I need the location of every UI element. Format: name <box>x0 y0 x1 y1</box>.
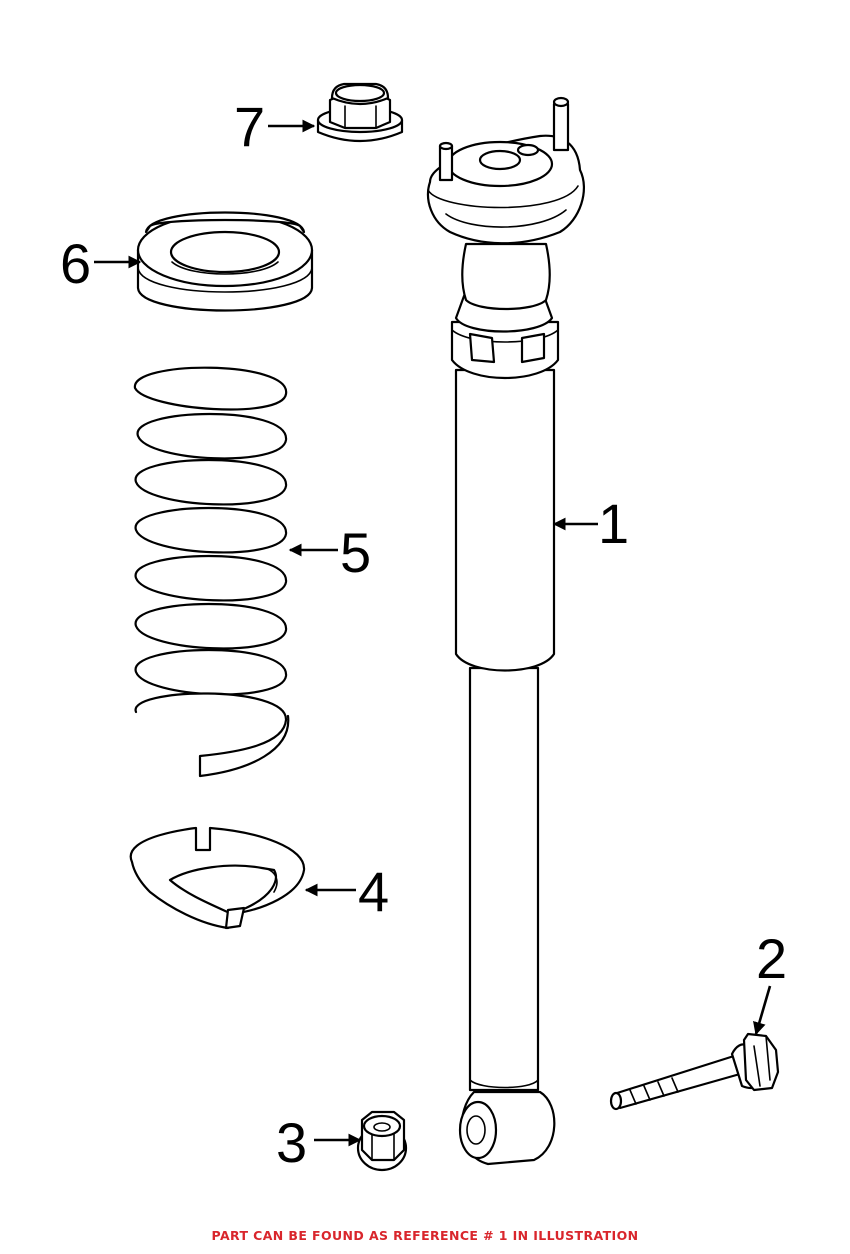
nut-part[interactable] <box>356 1110 408 1172</box>
bolt-part[interactable] <box>609 1032 780 1111</box>
callout-label-3: 3 <box>276 1111 307 1174</box>
callout-label-1: 1 <box>598 492 629 555</box>
coil-spring-part[interactable] <box>133 366 290 778</box>
callout-label-2: 2 <box>756 927 787 990</box>
callout-label-5: 5 <box>340 521 371 584</box>
callout-label-7: 7 <box>234 95 265 158</box>
callout-arrow-2 <box>753 985 772 1036</box>
footer-note: PART CAN BE FOUND AS REFERENCE # 1 IN IL… <box>211 1228 639 1243</box>
callout-label-4: 4 <box>358 860 389 923</box>
callout-label-6: 6 <box>60 232 91 295</box>
top-nut-part[interactable] <box>316 82 404 143</box>
lower-spring-seat-part[interactable] <box>129 826 306 930</box>
shock-absorber-part[interactable] <box>426 96 585 1166</box>
upper-spring-insulator-part[interactable] <box>136 211 314 312</box>
